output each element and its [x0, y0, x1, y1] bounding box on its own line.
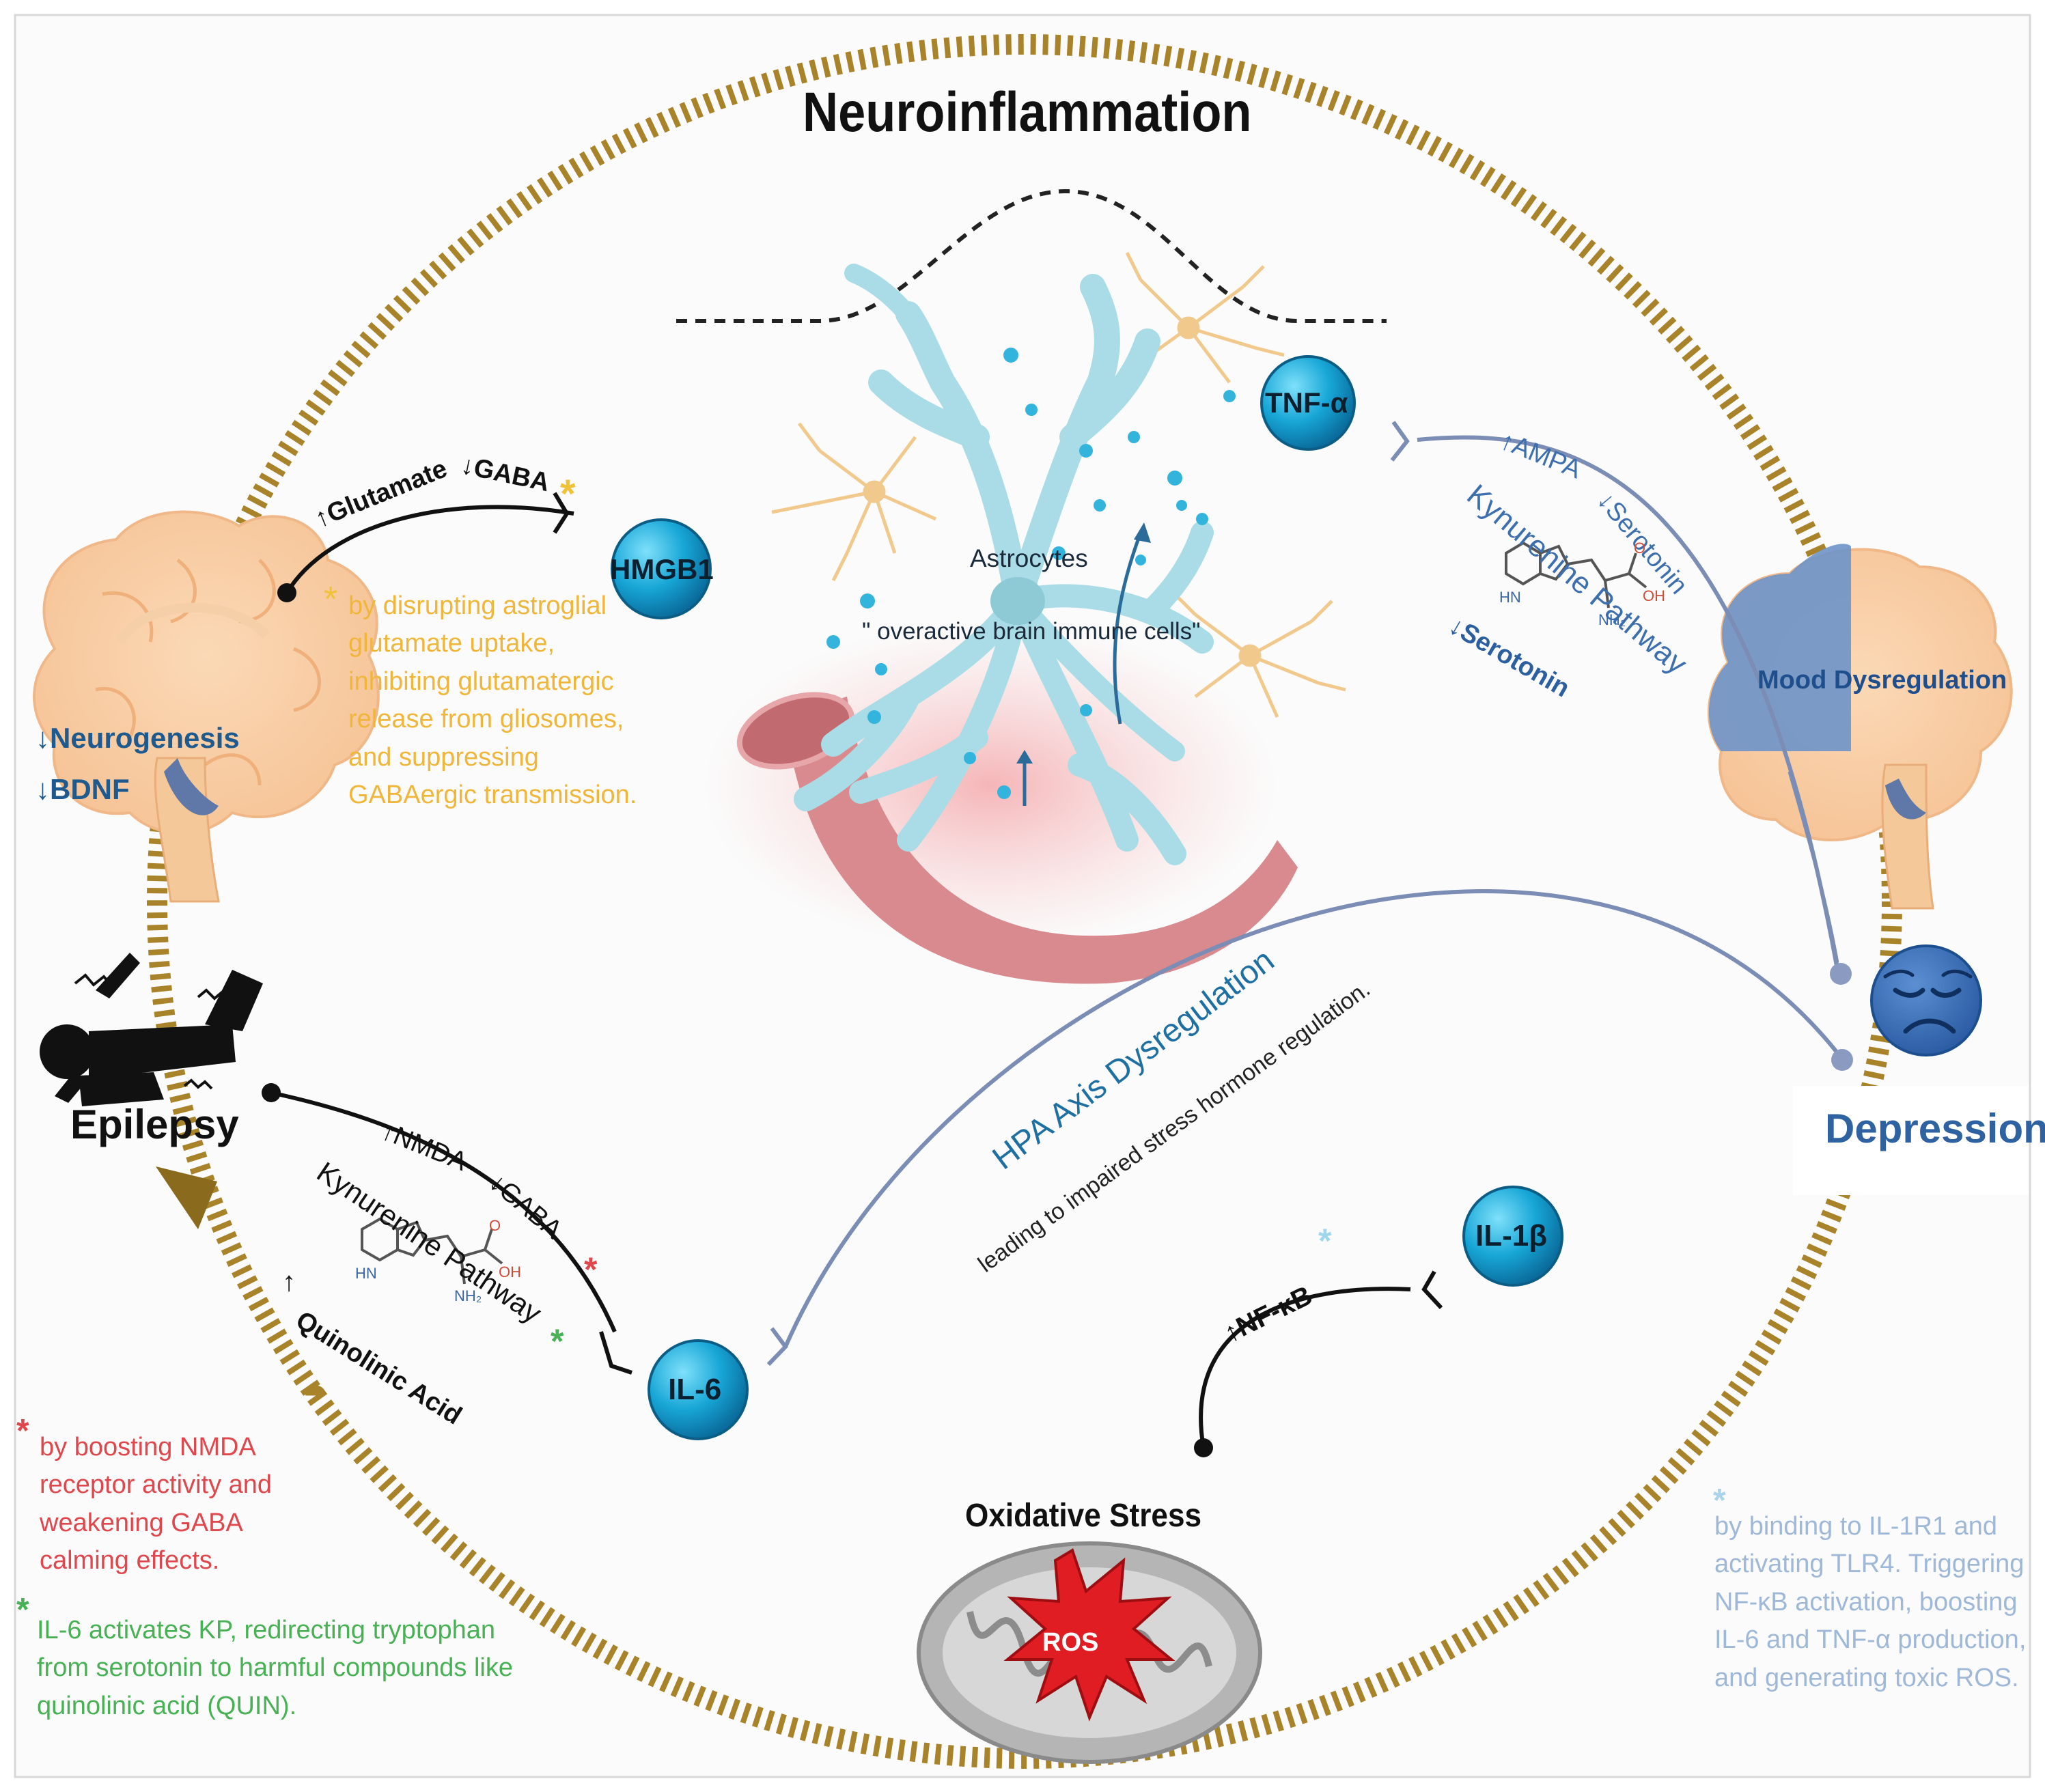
bdnf-label: ↓BDNF [36, 773, 130, 805]
hmgb1-connector [285, 505, 574, 594]
depression-label-plate [1793, 1086, 2029, 1195]
sad-face-icon [1870, 944, 1982, 1056]
hpa-connector [783, 889, 1843, 1348]
upward-arrow-right [1113, 532, 1143, 725]
epilepsy-label: Epilepsy [70, 1102, 239, 1147]
tnf-alpha-sphere [1260, 355, 1356, 451]
blood-vessel-body [785, 697, 1298, 984]
il1b-star: * [1318, 1222, 1332, 1260]
il6-red-star: * [584, 1250, 598, 1289]
cytokine-particles [826, 348, 1236, 799]
il6-sphere [648, 1339, 749, 1440]
il6-green-star: * [551, 1322, 564, 1360]
right-brain-illustration [1707, 544, 2013, 910]
microglia [794, 264, 1214, 865]
tryptophan-molecule-right [1505, 541, 1647, 608]
il6-connector [270, 1091, 617, 1333]
neurogenesis-label: ↓Neurogenesis [36, 722, 240, 754]
epilepsy-person-icon [40, 953, 263, 1106]
oxidative-stress-label: Oxidative Stress [965, 1498, 1202, 1534]
il1b-sphere [1462, 1186, 1563, 1287]
depression-label: Depression [1825, 1106, 2045, 1151]
tnf-alpha-label: TNF-α [1265, 387, 1348, 419]
hmgb1-sphere [611, 518, 712, 619]
molecule-right-oh: OH [1643, 587, 1665, 604]
astrocytes-label: Astrocytes [970, 544, 1088, 572]
molecule-left-hn: HN [355, 1265, 377, 1282]
cycle-arrowhead [156, 1166, 217, 1229]
molecule-left-nh2: NH₂ [454, 1287, 482, 1304]
microglia-nucleus [990, 577, 1045, 625]
il1b-connector [1199, 1287, 1411, 1448]
ros-starburst-icon [1003, 1548, 1175, 1722]
hmgb1-star: * [560, 472, 576, 516]
red-note: by boosting NMDA receptor activity and w… [40, 1433, 273, 1576]
astrocytes-note: " overactive brain immune cells" [862, 618, 1201, 645]
hmgb1-note-star: * [324, 580, 338, 619]
page-title: Neuroinflammation [803, 81, 1252, 143]
molecule-left-o: O [489, 1217, 501, 1234]
orange-astrocytes [771, 251, 1346, 718]
green-note-star: * [16, 1592, 29, 1628]
red-note-star: * [16, 1413, 29, 1449]
hmgb1-note: by disrupting astroglial glutamate uptak… [348, 591, 637, 810]
ros-label: ROS [1042, 1628, 1099, 1657]
il6-label: IL-6 [668, 1373, 722, 1406]
blue-note-star: * [1713, 1483, 1726, 1519]
molecule-right-hn: HN [1499, 589, 1521, 606]
epilepsy-tremor-lines [74, 973, 224, 1090]
hmgb1-label: HMGB1 [610, 553, 714, 585]
tryptophan-molecule-left [361, 1217, 503, 1285]
il1b-label: IL-1β [1475, 1219, 1548, 1252]
blue-note: by binding to IL-1R1 and activating TLR4… [1714, 1512, 2027, 1692]
green-note: IL-6 activates KP, redirecting tryptopha… [37, 1616, 513, 1720]
molecule-right-o: O [1634, 540, 1646, 557]
quinolinic-arrow: ↑ [282, 1267, 296, 1297]
mood-dysregulation-label: Mood Dysregulation [1757, 666, 2007, 695]
molecule-left-oh: OH [499, 1263, 521, 1280]
molecule-right-nh2: NH₂ [1598, 611, 1626, 628]
